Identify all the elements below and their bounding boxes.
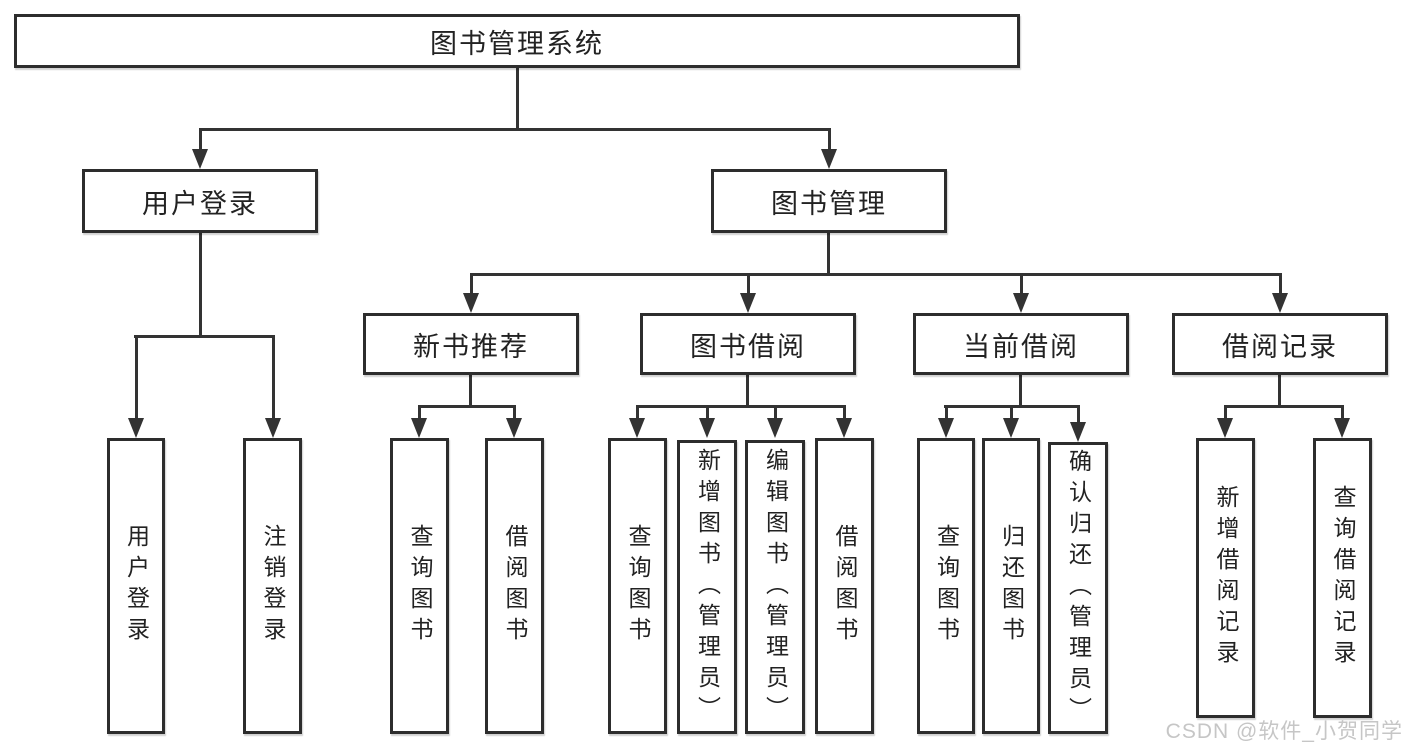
leaf-nb-query-books-label: 查询图书 bbox=[407, 524, 433, 648]
arrow-down-icon bbox=[1334, 405, 1350, 438]
arrow-down-icon bbox=[699, 405, 715, 438]
arrow-down-icon bbox=[128, 335, 144, 438]
node-user-login: 用户登录 bbox=[82, 169, 318, 233]
leaf-bb-borrow-books: 借阅图书 bbox=[815, 438, 874, 734]
arrow-down-icon bbox=[629, 405, 645, 438]
arrow-down-icon bbox=[821, 128, 837, 169]
node-current-borrowing: 当前借阅 bbox=[913, 313, 1129, 375]
connector-book-borrow-branch bbox=[636, 405, 846, 408]
leaf-bb-query-books-label: 查询图书 bbox=[625, 524, 651, 648]
leaf-nb-borrow-books-label: 借阅图书 bbox=[502, 524, 528, 648]
leaf-user-login-label: 用户登录 bbox=[123, 524, 150, 648]
arrow-down-icon bbox=[463, 273, 479, 313]
arrow-down-icon bbox=[836, 405, 852, 438]
arrow-down-icon bbox=[265, 335, 281, 438]
connector-level3-branch bbox=[470, 273, 1282, 276]
leaf-nb-borrow-books: 借阅图书 bbox=[485, 438, 544, 734]
arrow-down-icon bbox=[767, 405, 783, 438]
connector-book-mgmt-drop bbox=[827, 233, 830, 273]
arrow-down-icon bbox=[938, 405, 954, 438]
arrow-down-icon bbox=[506, 405, 522, 438]
node-book-borrowing: 图书借阅 bbox=[640, 313, 856, 375]
connector-root-drop bbox=[516, 68, 519, 128]
leaf-nb-query-books: 查询图书 bbox=[390, 438, 449, 734]
node-new-book-recommend: 新书推荐 bbox=[363, 313, 579, 375]
leaf-bb-edit-books-label: 编辑图书（管理员） bbox=[762, 447, 789, 727]
leaf-logout: 注销登录 bbox=[243, 438, 302, 734]
node-root-label: 图书管理系统 bbox=[430, 28, 604, 59]
connector-current-borrow-drop bbox=[1019, 375, 1022, 405]
connector-borrow-records-drop bbox=[1278, 375, 1281, 405]
arrow-down-icon bbox=[1217, 405, 1233, 438]
leaf-cb-query-books-label: 查询图书 bbox=[933, 524, 960, 648]
connector-new-book-drop bbox=[469, 375, 472, 405]
node-book-borrowing-label: 图书借阅 bbox=[690, 331, 806, 362]
node-book-management: 图书管理 bbox=[711, 169, 947, 233]
arrow-down-icon bbox=[1003, 405, 1019, 438]
arrow-down-icon bbox=[1013, 273, 1029, 313]
leaf-bb-add-books-label: 新增图书（管理员） bbox=[694, 447, 721, 727]
connector-user-login-drop bbox=[199, 233, 202, 335]
leaf-bb-query-books: 查询图书 bbox=[608, 438, 667, 734]
leaf-user-login: 用户登录 bbox=[107, 438, 165, 734]
leaf-cb-return-books-label: 归还图书 bbox=[998, 524, 1025, 648]
connector-borrow-records-branch bbox=[1224, 405, 1344, 408]
leaf-cb-query-books: 查询图书 bbox=[917, 438, 975, 734]
leaf-logout-label: 注销登录 bbox=[260, 524, 286, 648]
connector-book-borrow-drop bbox=[746, 375, 749, 405]
leaf-br-add-record: 新增借阅记录 bbox=[1196, 438, 1255, 718]
leaf-cb-return-books: 归还图书 bbox=[982, 438, 1040, 734]
arrow-down-icon bbox=[1070, 405, 1086, 442]
arrow-down-icon bbox=[1272, 273, 1288, 313]
leaf-bb-edit-books: 编辑图书（管理员） bbox=[745, 440, 805, 734]
node-borrow-records-label: 借阅记录 bbox=[1222, 331, 1338, 362]
node-borrow-records: 借阅记录 bbox=[1172, 313, 1388, 375]
node-new-book-recommend-label: 新书推荐 bbox=[413, 331, 529, 362]
connector-new-book-branch bbox=[418, 405, 516, 408]
leaf-br-query-record: 查询借阅记录 bbox=[1313, 438, 1372, 718]
node-user-login-label: 用户登录 bbox=[142, 188, 258, 219]
connector-level2-branch bbox=[199, 128, 831, 131]
connector-user-login-branch bbox=[134, 335, 274, 338]
arrow-down-icon bbox=[411, 405, 427, 438]
leaf-cb-confirm-return: 确认归还（管理员） bbox=[1048, 442, 1108, 734]
arrow-down-icon bbox=[192, 128, 208, 169]
arrow-down-icon bbox=[740, 273, 756, 313]
node-book-management-label: 图书管理 bbox=[771, 188, 887, 219]
leaf-bb-borrow-books-label: 借阅图书 bbox=[832, 524, 858, 648]
node-root: 图书管理系统 bbox=[14, 14, 1020, 68]
node-current-borrowing-label: 当前借阅 bbox=[963, 331, 1079, 362]
leaf-bb-add-books: 新增图书（管理员） bbox=[677, 440, 737, 734]
leaf-br-add-record-label: 新增借阅记录 bbox=[1213, 485, 1239, 671]
csdn-watermark: CSDN @软件_小贺同学 bbox=[1165, 720, 1403, 743]
leaf-cb-confirm-return-label: 确认归还（管理员） bbox=[1065, 448, 1092, 728]
leaf-br-query-record-label: 查询借阅记录 bbox=[1330, 485, 1356, 671]
